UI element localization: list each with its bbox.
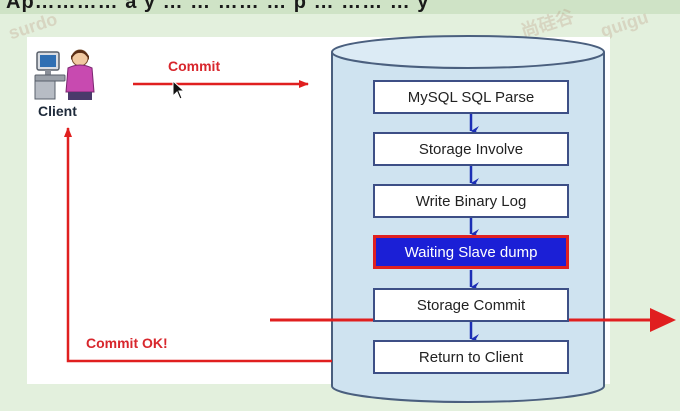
user-at-computer-icon — [34, 49, 95, 100]
commit-ok-label: Commit OK! — [86, 335, 168, 351]
commit-ok-arrow — [64, 127, 332, 363]
step-mysql-sql-parse: MySQL SQL Parse — [373, 80, 569, 114]
step-storage-commit: Storage Commit — [373, 288, 569, 322]
partial-title-text: Ap………… a y … … …… … p … …… … y — [6, 0, 430, 13]
top-title-strip: Ap………… a y … … …… … p … …… … y — [0, 0, 680, 14]
step-storage-involve: Storage Involve — [373, 132, 569, 166]
step-return-to-client: Return to Client — [373, 340, 569, 374]
client-label: Client — [38, 103, 77, 119]
step-write-binary-log: Write Binary Log — [373, 184, 569, 218]
mouse-cursor-icon — [172, 80, 186, 100]
annotation-arrowhead-icon — [650, 308, 676, 332]
commit-label: Commit — [168, 58, 221, 74]
step-waiting-slave-dump: Waiting Slave dump — [373, 235, 569, 269]
